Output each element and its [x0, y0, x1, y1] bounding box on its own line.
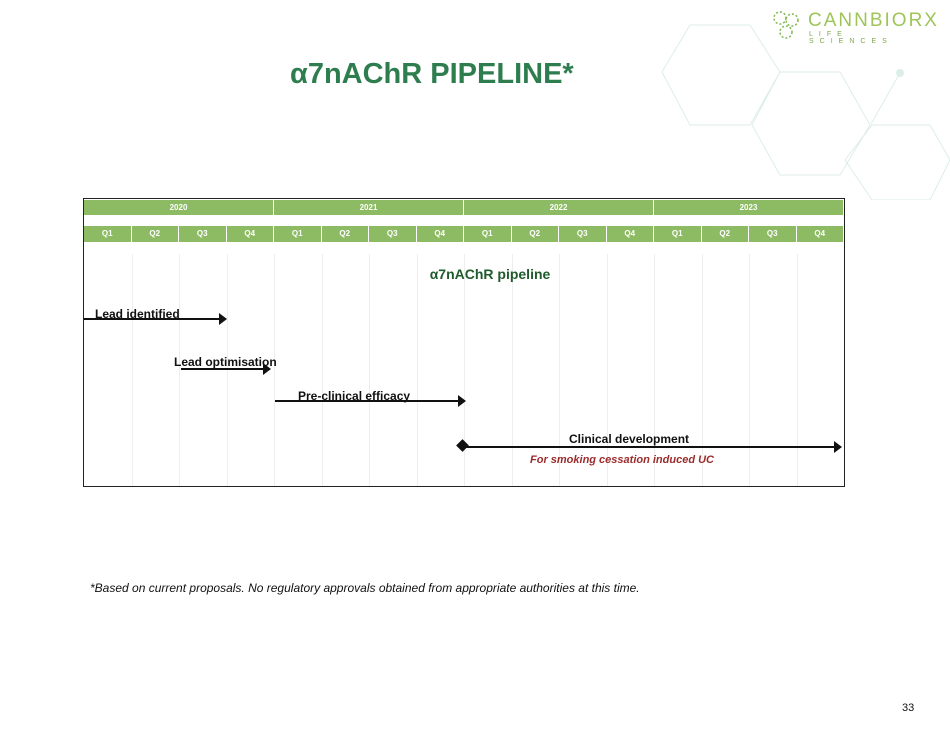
grid-line	[274, 254, 275, 486]
grid-line	[226, 254, 228, 486]
hexagon-decoration	[661, 24, 950, 200]
grid-line	[796, 254, 798, 486]
cannbiorx-logo: CANNBIORX LIFE SCIENCES	[768, 6, 937, 45]
stage-arrow	[181, 363, 271, 375]
stage-label: Clinical development	[569, 432, 690, 446]
stage-arrow	[275, 395, 466, 407]
year-header: 2023	[654, 200, 844, 215]
logo-subtitle: LIFE SCIENCES	[809, 31, 893, 45]
quarter-header: Q4	[796, 226, 844, 242]
grid-line	[369, 254, 370, 486]
quarter-header: Q3	[369, 226, 417, 242]
grid-line	[416, 254, 418, 486]
logo-name: CANNBIORX	[808, 10, 939, 31]
quarter-header: Q3	[179, 226, 227, 242]
grid-line	[179, 254, 180, 486]
quarter-header: Q2	[321, 226, 369, 242]
stage-arrow	[84, 313, 227, 325]
quarter-header: Q2	[511, 226, 559, 242]
quarter-header: Q4	[606, 226, 654, 242]
grid-line	[511, 254, 513, 486]
grid-line	[131, 254, 133, 486]
year-header: 2021	[274, 200, 464, 215]
stage-label: Lead identified	[95, 307, 180, 321]
stage-label: Lead optimisation	[174, 355, 277, 369]
quarter-header: Q2	[131, 226, 179, 242]
grid-line	[559, 254, 560, 486]
year-header: 2022	[464, 200, 654, 215]
milestone-diamond-icon	[456, 439, 469, 452]
page-number: 33	[902, 702, 915, 714]
grid-line	[606, 254, 608, 486]
quarter-header: Q1	[84, 226, 132, 242]
year-header: 2020	[84, 200, 274, 215]
page-title: α7nAChR PIPELINE*	[290, 58, 574, 90]
quarter-header: Q1	[464, 226, 512, 242]
grid-line	[321, 254, 323, 486]
grid-line	[701, 254, 703, 486]
quarter-header: Q4	[226, 226, 274, 242]
stage-note: For smoking cessation induced UC	[530, 454, 714, 466]
quarter-header: Q1	[654, 226, 702, 242]
quarter-header: Q3	[749, 226, 797, 242]
grid-line	[749, 254, 750, 486]
quarter-header: Q2	[701, 226, 749, 242]
stage-label: Pre-clinical efficacy	[298, 389, 411, 403]
footnote: *Based on current proposals. No regulato…	[90, 581, 640, 595]
grid-line	[654, 254, 655, 486]
quarter-header: Q3	[559, 226, 607, 242]
quarter-header: Q1	[274, 226, 322, 242]
grid-line	[464, 254, 465, 486]
stage-arrow	[464, 441, 842, 453]
quarter-header: Q4	[416, 226, 464, 242]
chart-title: α7nAChR pipeline	[429, 266, 551, 282]
molecule-icon	[773, 11, 799, 39]
